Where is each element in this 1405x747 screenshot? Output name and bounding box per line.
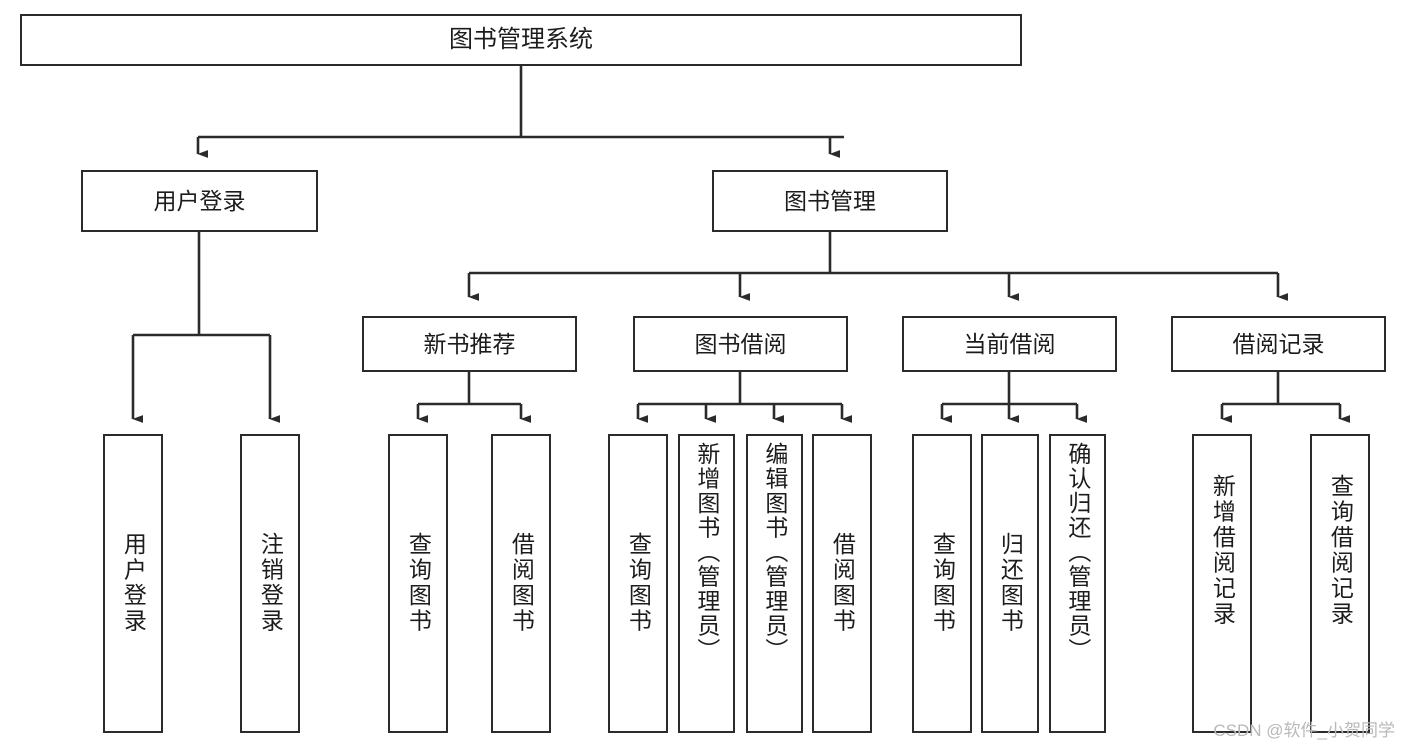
node-user-login-label: 用户登录 xyxy=(153,187,246,214)
watermark-text: CSDN @软件_小贺同学 xyxy=(1213,721,1395,740)
node-leaf-query-book-1[interactable]: 查询图书 xyxy=(388,434,448,733)
node-leaf-borrow-book-2[interactable]: 借阅图书 xyxy=(812,434,872,733)
node-leaf-borrow-book-1[interactable]: 借阅图书 xyxy=(491,434,551,733)
node-root[interactable]: 图书管理系统 xyxy=(20,14,1022,66)
node-book-management-label: 图书管理 xyxy=(784,187,876,214)
node-leaf-user-login[interactable]: 用户登录 xyxy=(103,434,163,733)
node-leaf-query-record-label: 查询借阅记录 xyxy=(1327,474,1354,627)
node-leaf-add-record[interactable]: 新增借阅记录 xyxy=(1192,434,1252,733)
node-leaf-add-book[interactable]: 新增图书（管理员） xyxy=(678,434,735,733)
node-current-borrow[interactable]: 当前借阅 xyxy=(902,316,1117,372)
node-leaf-query-book-3-label: 查询图书 xyxy=(929,532,956,634)
node-leaf-logout[interactable]: 注销登录 xyxy=(240,434,300,733)
node-current-borrow-label: 当前借阅 xyxy=(963,330,1056,357)
node-leaf-query-book-2[interactable]: 查询图书 xyxy=(608,434,668,733)
node-book-borrow-label: 图书借阅 xyxy=(694,330,787,357)
node-leaf-user-login-label: 用户登录 xyxy=(120,532,147,634)
node-leaf-confirm-return-label: 确认归还（管理员） xyxy=(1064,442,1091,663)
node-leaf-borrow-book-1-label: 借阅图书 xyxy=(508,532,535,634)
node-leaf-query-book-3[interactable]: 查询图书 xyxy=(912,434,972,733)
node-leaf-confirm-return[interactable]: 确认归还（管理员） xyxy=(1049,434,1106,733)
node-book-borrow[interactable]: 图书借阅 xyxy=(633,316,848,372)
node-user-login[interactable]: 用户登录 xyxy=(81,170,318,232)
node-leaf-edit-book[interactable]: 编辑图书（管理员） xyxy=(746,434,803,733)
node-borrow-record-label: 借阅记录 xyxy=(1232,330,1325,357)
node-leaf-borrow-book-2-label: 借阅图书 xyxy=(829,532,856,634)
node-leaf-return-book[interactable]: 归还图书 xyxy=(981,434,1039,733)
node-book-management[interactable]: 图书管理 xyxy=(712,170,948,232)
node-leaf-query-book-2-label: 查询图书 xyxy=(625,532,652,634)
node-leaf-add-book-label: 新增图书（管理员） xyxy=(693,442,720,663)
node-new-book-recommend[interactable]: 新书推荐 xyxy=(362,316,577,372)
node-root-label: 图书管理系统 xyxy=(449,26,593,54)
node-leaf-return-book-label: 归还图书 xyxy=(997,532,1024,634)
node-leaf-query-record[interactable]: 查询借阅记录 xyxy=(1310,434,1370,733)
node-leaf-logout-label: 注销登录 xyxy=(257,532,284,634)
node-borrow-record[interactable]: 借阅记录 xyxy=(1171,316,1386,372)
node-leaf-edit-book-label: 编辑图书（管理员） xyxy=(761,442,788,663)
node-leaf-add-record-label: 新增借阅记录 xyxy=(1209,474,1236,627)
node-leaf-query-book-1-label: 查询图书 xyxy=(405,532,432,634)
node-new-book-recommend-label: 新书推荐 xyxy=(423,330,516,357)
